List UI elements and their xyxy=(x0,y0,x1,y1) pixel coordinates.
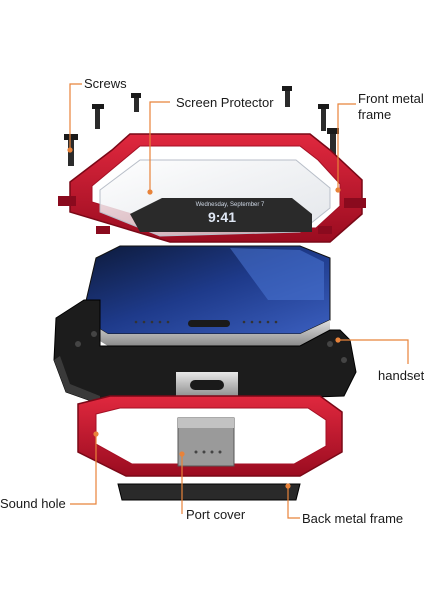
screw-icon xyxy=(318,104,329,131)
lockscreen-time: 9:41 xyxy=(208,209,236,225)
label-sound-hole: Sound hole xyxy=(0,496,66,511)
phone-screen-top: Wednesday, September 7 9:41 xyxy=(130,198,312,232)
label-handset: handset xyxy=(378,368,424,383)
screw-icon xyxy=(282,86,292,107)
label-front-frame-line1: Front metal xyxy=(358,91,424,106)
label-front-frame-line2: frame xyxy=(358,107,392,122)
charging-port-icon xyxy=(188,320,230,327)
screw-icon xyxy=(64,134,78,166)
screw-icon xyxy=(327,128,339,160)
leader-lines xyxy=(67,83,409,519)
label-screws: Screws xyxy=(84,76,127,91)
phone-handset xyxy=(81,245,331,346)
lockscreen-date: Wednesday, September 7 xyxy=(196,202,265,208)
label-screen-protector: Screen Protector xyxy=(176,95,274,110)
screw-icon xyxy=(92,104,104,129)
screws-group xyxy=(64,86,339,166)
port-cover xyxy=(177,417,235,467)
label-back-frame: Back metal frame xyxy=(302,511,404,526)
screw-icon xyxy=(131,93,141,112)
label-port-cover: Port cover xyxy=(186,507,246,522)
back-plate xyxy=(117,483,301,501)
inner-case xyxy=(53,299,357,405)
